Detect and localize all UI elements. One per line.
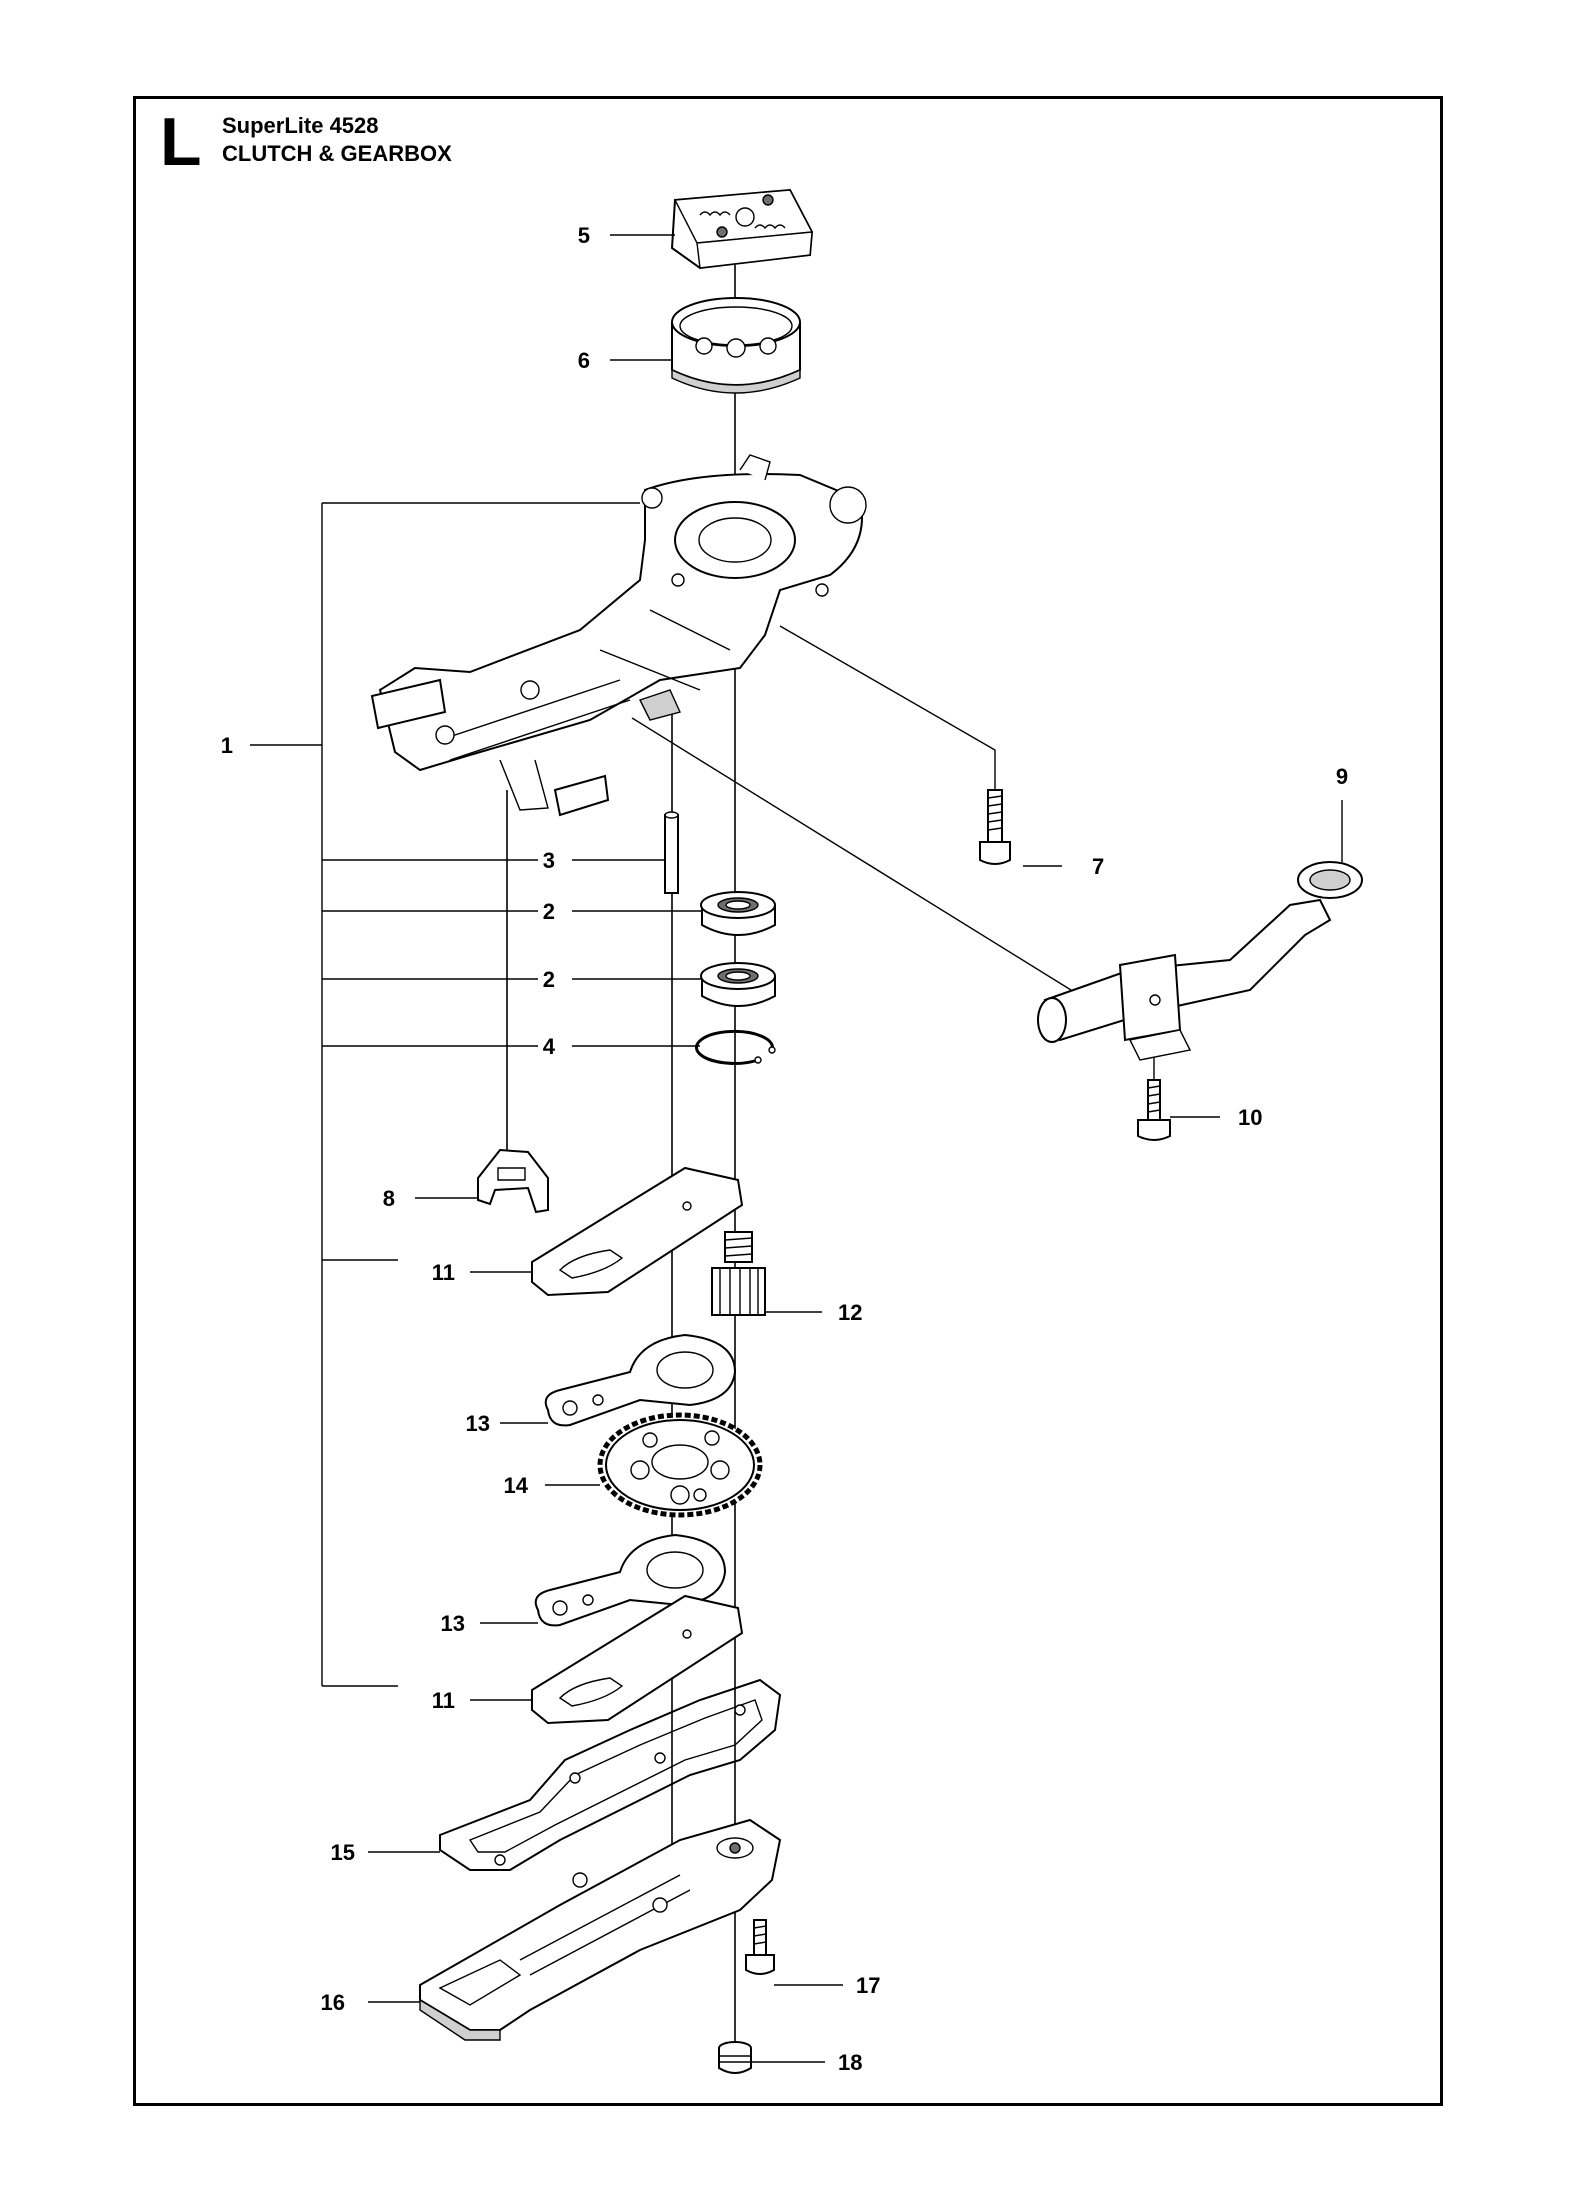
- screw-17-part: [745, 1919, 775, 1975]
- callout-7: 7: [1092, 854, 1104, 879]
- plug-screw-18-part: [718, 2041, 752, 2074]
- clutch-shoes-part: [670, 188, 814, 270]
- gear-part: [597, 1412, 763, 1518]
- callout-14: 14: [504, 1473, 529, 1498]
- callout-6: 6: [578, 348, 590, 373]
- plate-upper-part: [531, 1166, 744, 1297]
- handle-axis-line: [631, 717, 1101, 1009]
- washer-arm-upper-part: [544, 1333, 737, 1427]
- callout-3: 3: [543, 848, 555, 873]
- callout-5: 5: [578, 223, 590, 248]
- callout-11a: 11: [432, 1260, 455, 1285]
- plate-lower-part: [531, 1594, 744, 1725]
- leader-lines: [368, 234, 1343, 2063]
- section-title: CLUTCH & GEARBOX: [222, 141, 452, 166]
- section-letter: L: [160, 104, 202, 180]
- gasket-part: [439, 1678, 782, 1871]
- callout-18: 18: [838, 2050, 862, 2075]
- callout-13b: 13: [441, 1611, 465, 1636]
- bearing-lower-part: [700, 962, 776, 1007]
- clutch-drum-part: [671, 297, 801, 394]
- model-title: SuperLite 4528: [222, 113, 379, 138]
- callout-16: 16: [321, 1990, 345, 2015]
- assembly-bracket-1: [250, 502, 640, 1687]
- gear-cover-part: [419, 1818, 782, 2041]
- bearing-upper-part: [700, 891, 776, 936]
- circlip-part: [695, 1029, 776, 1065]
- handle-tube-part: [1037, 861, 1363, 1061]
- callout-12: 12: [838, 1300, 862, 1325]
- callout-11b: 11: [432, 1688, 455, 1713]
- screw-7-part: [979, 789, 1011, 865]
- callout-4: 4: [543, 1034, 556, 1059]
- clip-part: [477, 1148, 549, 1214]
- callout-15: 15: [331, 1840, 355, 1865]
- callout-2a: 2: [543, 899, 555, 924]
- screw-10-part: [1137, 1079, 1171, 1141]
- callout-1: 1: [221, 733, 233, 758]
- drawing-frame: [133, 96, 1443, 2106]
- pinion-part: [711, 1231, 766, 1316]
- callout-8: 8: [383, 1186, 395, 1211]
- callout-17: 17: [856, 1973, 880, 1998]
- callout-13a: 13: [466, 1411, 490, 1436]
- gearbox-housing-part: [370, 454, 867, 817]
- callout-10: 10: [1238, 1105, 1262, 1130]
- pin-part: [664, 811, 679, 894]
- screw7-axis-line: [779, 625, 996, 840]
- callout-2b: 2: [543, 967, 555, 992]
- callout-9: 9: [1336, 764, 1348, 789]
